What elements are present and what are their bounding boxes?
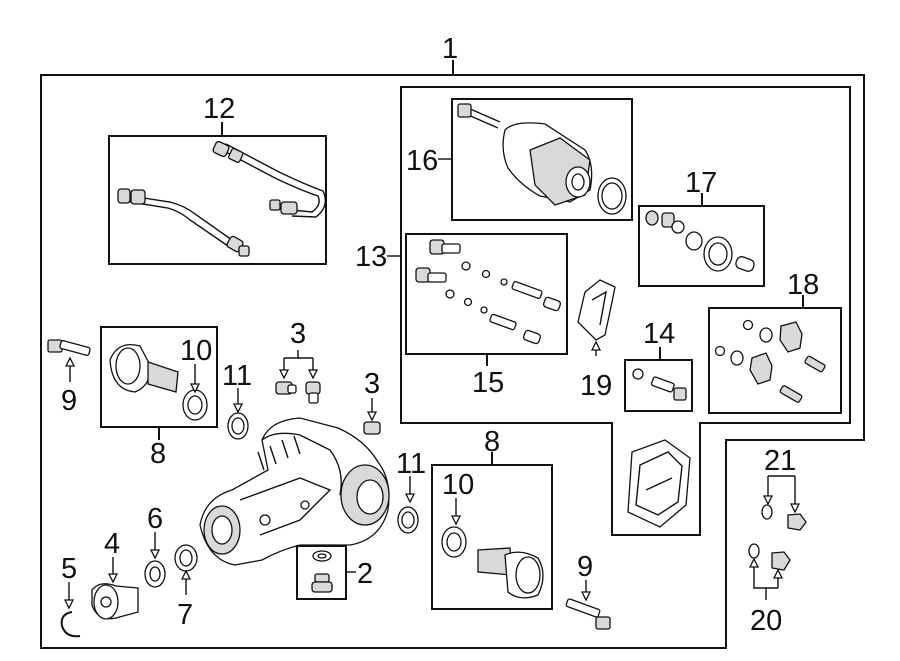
callout-4: 4 [104, 528, 120, 560]
callout-14: 14 [643, 318, 675, 350]
sensor-21 [787, 513, 807, 531]
callout-18: 18 [787, 269, 819, 301]
sensor-kit-18 [714, 319, 826, 403]
output-flange-right [477, 547, 544, 599]
callout-17: 17 [685, 167, 717, 199]
bolt-9-left [47, 339, 91, 356]
bolt-9-right [565, 598, 611, 630]
box-18 [708, 307, 842, 414]
output-flange-left [109, 343, 208, 421]
callout-1: 1 [442, 33, 458, 65]
vent-pipe-upper [212, 140, 326, 218]
callout-10-right: 10 [442, 469, 474, 501]
callout-3-right: 3 [364, 368, 380, 400]
callout-3-top: 3 [290, 318, 306, 350]
box-14 [624, 359, 693, 412]
callout-16: 16 [406, 145, 438, 177]
callout-15: 15 [472, 367, 504, 399]
callout-7: 7 [177, 599, 193, 631]
sensor-20 [771, 551, 791, 571]
callout-8-right: 8 [484, 426, 500, 458]
callout-5: 5 [61, 553, 77, 585]
bolt-14 [632, 368, 687, 401]
callout-8-left: 8 [150, 438, 166, 470]
callout-9-right: 9 [577, 551, 593, 583]
o-ring-20 [748, 543, 760, 559]
actuator-group-outline [400, 86, 851, 536]
differential-housing [199, 417, 390, 566]
control-module [627, 439, 691, 528]
bracket-19 [577, 279, 616, 341]
flange-4 [91, 583, 139, 620]
vent-pipe-lower [117, 188, 250, 257]
actuator-motor [457, 103, 627, 215]
assembly-outline [40, 74, 865, 649]
plug-3c [363, 421, 381, 435]
callout-6: 6 [147, 503, 163, 535]
callout-2: 2 [357, 558, 373, 590]
callout-9-left: 9 [61, 385, 77, 417]
plug-3a [275, 381, 297, 395]
seal-kit-17 [645, 210, 755, 272]
callout-10-left: 10 [180, 335, 212, 367]
bolt-kit-15 [415, 239, 562, 345]
drain-plug-2 [311, 550, 333, 593]
callout-11-right: 11 [396, 448, 426, 480]
plug-3b [305, 381, 321, 404]
callout-11-left: 11 [222, 360, 252, 392]
callout-21: 21 [764, 445, 796, 477]
callout-13: 13 [355, 241, 387, 273]
callout-20: 20 [750, 605, 782, 637]
callout-19: 19 [580, 370, 612, 402]
snap-ring-5 [60, 611, 81, 638]
o-ring-21 [761, 504, 773, 520]
callout-12: 12 [203, 93, 235, 125]
